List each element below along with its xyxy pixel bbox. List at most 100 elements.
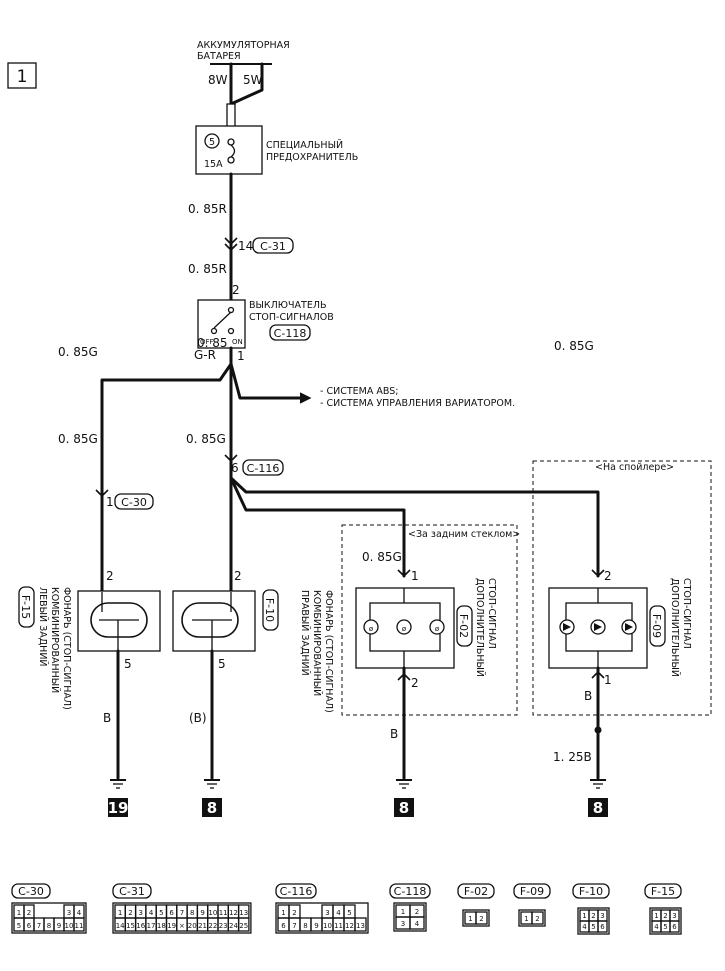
legend-c116-pin: 3 bbox=[325, 909, 329, 917]
legend-c31-pin: 6 bbox=[169, 909, 174, 917]
legend-c116-name: C-116 bbox=[280, 885, 313, 898]
switch-pin-out: 1 bbox=[237, 349, 245, 363]
ground-right: 8 bbox=[202, 779, 222, 817]
legend-c31-pin: 2 bbox=[128, 909, 132, 917]
rear-window-zone: <За задним стеклом> bbox=[408, 529, 520, 540]
c118-ref: C-118 bbox=[274, 327, 307, 340]
legend-f02-pin: 1 bbox=[468, 915, 472, 923]
legend-c31-pin: 20 bbox=[188, 922, 197, 930]
wire-abs bbox=[229, 362, 308, 400]
legend-f09-pin: 2 bbox=[535, 915, 539, 923]
wire-8w-label: 8W bbox=[208, 73, 228, 87]
legend-c116-pin: 8 bbox=[303, 922, 307, 930]
legend-c116-pin: 10 bbox=[323, 922, 332, 930]
right-lamp-pin-out: 5 bbox=[218, 657, 226, 671]
legend-c116-pin: 11 bbox=[334, 922, 343, 930]
spoiler-stop-lamp: <На спойлере> 0. 85G 2 1 F-09 ДОПОЛНИ bbox=[532, 339, 712, 716]
wire-label-ground-spoiler-upper: B bbox=[584, 689, 592, 703]
rear-window-stop-lamp: <За задним стеклом> 0. 85G 1 ø ø ø 2 F-0… bbox=[341, 524, 520, 716]
spoiler-label-2: СТОП-СИГНАЛ bbox=[681, 578, 692, 649]
legend-f10-pin: 1 bbox=[582, 912, 586, 920]
legend-c31-pin: 19 bbox=[167, 922, 176, 930]
legend-c31-pin: 13 bbox=[239, 909, 248, 917]
ground-spoiler: 8 bbox=[588, 779, 608, 817]
wire-label-c31-switch: 0. 85R bbox=[188, 262, 227, 276]
fuse-label-2: ПРЕДОХРАНИТЕЛЬ bbox=[266, 152, 358, 163]
left-lamp-connector: F-15 bbox=[19, 595, 32, 619]
legend-c30-pin: 7 bbox=[37, 922, 41, 930]
c30-pin: 1 bbox=[106, 495, 114, 509]
legend-c31-pin: 16 bbox=[136, 922, 145, 930]
spoiler-connector: F-09 bbox=[650, 614, 663, 638]
wire-label-right-2: G-R bbox=[194, 348, 216, 362]
c30-ref: C-30 bbox=[121, 496, 147, 509]
left-lamp-pin-out: 5 bbox=[124, 657, 132, 671]
legend-c31-pin: 23 bbox=[219, 922, 228, 930]
switch-on: ON bbox=[232, 338, 243, 346]
wire-label-ground-left: B bbox=[103, 711, 111, 725]
wire-label-ground-right: (B) bbox=[189, 711, 207, 725]
legend-c30-pin: 6 bbox=[27, 922, 32, 930]
c116-pin: 6 bbox=[231, 461, 239, 475]
legend-c116-pin: 6 bbox=[281, 922, 286, 930]
legend-f10-pin: 5 bbox=[591, 923, 595, 931]
fuse-number: 5 bbox=[209, 137, 215, 148]
spoiler-label-1: ДОПОЛНИТЕЛЬНЫЙ bbox=[669, 578, 681, 677]
svg-text:ø: ø bbox=[402, 625, 407, 633]
switch-off: OFF bbox=[200, 338, 214, 346]
ground-spoiler-number: 8 bbox=[593, 799, 603, 817]
legend-f15-pin: 3 bbox=[672, 912, 676, 920]
legend-c30-pin: 11 bbox=[75, 922, 84, 930]
legend-c31-pin: 11 bbox=[219, 909, 228, 917]
legend-c31-pin: 12 bbox=[229, 909, 238, 917]
legend-c116-pin: 2 bbox=[292, 909, 296, 917]
legend-c31-pin: 24 bbox=[229, 922, 238, 930]
legend-c31-pin: 25 bbox=[239, 922, 248, 930]
legend-c116-pin: 1 bbox=[281, 909, 285, 917]
spoiler-zone: <На спойлере> bbox=[595, 462, 674, 473]
c116-ref: C-116 bbox=[247, 462, 280, 475]
right-lamp-label-1: ПРАВЫЙ ЗАДНИЙ bbox=[299, 590, 311, 676]
left-lamp-label-3: ФОНАРЬ (СТОП-СИГНАЛ) bbox=[61, 587, 72, 710]
svg-text:ø: ø bbox=[435, 625, 440, 633]
legend-c31-pin: 10 bbox=[208, 909, 217, 917]
left-lamp-label-1: ЛЕВЫЙ ЗАДНИЙ bbox=[37, 587, 49, 667]
legend-c31-name: C-31 bbox=[119, 885, 145, 898]
connector-c116-junction: 6 C-116 bbox=[224, 454, 284, 476]
legend-f15-pin: 1 bbox=[654, 912, 658, 920]
fuse-rating: 15A bbox=[204, 159, 223, 170]
rear-window-pin-in: 1 bbox=[411, 569, 419, 583]
wire-label-spoiler: 0. 85G bbox=[554, 339, 594, 353]
left-lamp-label-2: КОМБИНИРОВАННЫЙ bbox=[49, 587, 61, 693]
legend-c31-pin: 1 bbox=[118, 909, 122, 917]
battery-label-1: АККУМУЛЯТОРНАЯ bbox=[197, 40, 290, 51]
wire-left-lamp bbox=[100, 362, 233, 594]
legend-f09-pin: 1 bbox=[524, 915, 528, 923]
legend-f10-pin: 3 bbox=[600, 912, 604, 920]
spoiler-led-3 bbox=[621, 619, 637, 635]
wire-label-right-1: 0. 85 bbox=[197, 336, 228, 350]
rear-window-pin-out: 2 bbox=[411, 676, 419, 690]
legend-c116-pin: 12 bbox=[345, 922, 354, 930]
special-fuse: 5 15A СПЕЦИАЛЬНЫЙ ПРЕДОХРАНИТЕЛЬ bbox=[195, 125, 358, 175]
legend-f15-name: F-15 bbox=[651, 885, 675, 898]
legend-c116-pin: 7 bbox=[292, 922, 296, 930]
spoiler-led-2 bbox=[590, 619, 606, 635]
legend-f15-cell bbox=[669, 920, 680, 933]
left-lamp-pin-in: 2 bbox=[106, 569, 114, 583]
legend-c31-pin: 7 bbox=[180, 909, 184, 917]
abs-note-1: - СИСТЕМА ABS; bbox=[320, 386, 398, 397]
legend-c118-cell bbox=[409, 916, 425, 930]
legend-c31-pin: 4 bbox=[149, 909, 154, 917]
legend-c116-pin: 4 bbox=[336, 909, 341, 917]
connector-c30-junction: 1 C-30 bbox=[95, 489, 154, 510]
rear-window-label-2: СТОП-СИГНАЛ bbox=[486, 578, 497, 649]
wire-label-ground-rear-window: B bbox=[390, 727, 398, 741]
